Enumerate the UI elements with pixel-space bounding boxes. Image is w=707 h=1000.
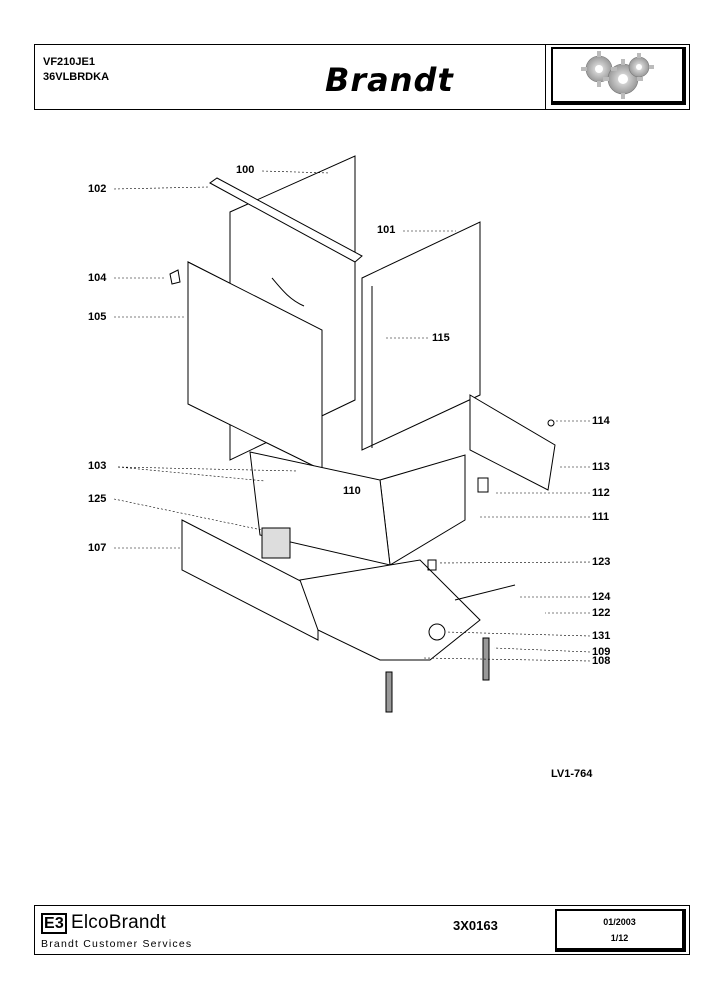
- callout-125: 125: [88, 493, 107, 505]
- callout-122: 122: [592, 607, 611, 619]
- callout-131: 131: [592, 630, 611, 642]
- brand-logo: Brandt: [325, 61, 454, 99]
- callout-107: 107: [88, 542, 107, 554]
- callout-114: 114: [592, 415, 610, 427]
- header-divider: [545, 45, 546, 109]
- clip-104: [169, 269, 181, 285]
- screw-114: [547, 419, 555, 427]
- model-line-1: VF210JE1: [43, 56, 95, 68]
- callout-123: 123: [592, 556, 611, 568]
- document-code: 3X0163: [453, 918, 498, 933]
- part-123: [427, 559, 437, 571]
- wire-harness: [271, 277, 305, 307]
- callout-104: 104: [88, 272, 107, 284]
- callout-101: 101: [377, 224, 396, 236]
- adjuster-wheel-131: [428, 623, 446, 641]
- callout-113: 113: [592, 461, 610, 473]
- callout-103: 103: [88, 460, 107, 472]
- date-page-box: 01/2003 1/12: [555, 909, 686, 952]
- callout-102: 102: [88, 183, 107, 195]
- control-board-125: [261, 527, 291, 559]
- model-numbers: VF210JE1 36VLBRDKA: [43, 55, 109, 85]
- callout-111: 111: [592, 511, 610, 523]
- callout-105: 105: [88, 311, 107, 323]
- callout-110: 110: [343, 485, 361, 497]
- foot-left: [385, 671, 393, 713]
- callout-115: 115: [432, 332, 450, 344]
- callout-100: 100: [236, 164, 255, 176]
- company-name: ElcoBrandt: [70, 912, 166, 933]
- callout-124: 124: [592, 591, 611, 603]
- top-rail-102: [209, 177, 363, 263]
- service-name: Brandt Customer Services: [41, 938, 193, 950]
- drawing-reference: LV1-764: [551, 768, 593, 780]
- adjust-screw-124: [454, 584, 516, 601]
- page-number: 1/12: [610, 933, 629, 943]
- company-mark: E3: [41, 913, 67, 934]
- callout-109: 109: [592, 646, 611, 658]
- front-panel-107: [181, 519, 319, 641]
- model-line-2: 36VLBRDKA: [43, 71, 110, 83]
- gears-logo-box: [551, 47, 686, 105]
- callout-108: 108: [592, 655, 611, 667]
- clip-112: [477, 477, 489, 493]
- side-panel-101: [361, 221, 481, 451]
- gears-icon: [581, 51, 654, 99]
- callout-112: 112: [592, 487, 610, 499]
- header-box: VF210JE1 36VLBRDKA Brandt: [34, 44, 690, 110]
- cover-113: [469, 394, 556, 491]
- frame-111: [379, 454, 466, 566]
- document-date: 01/2003: [603, 917, 636, 927]
- base-108: [299, 559, 481, 661]
